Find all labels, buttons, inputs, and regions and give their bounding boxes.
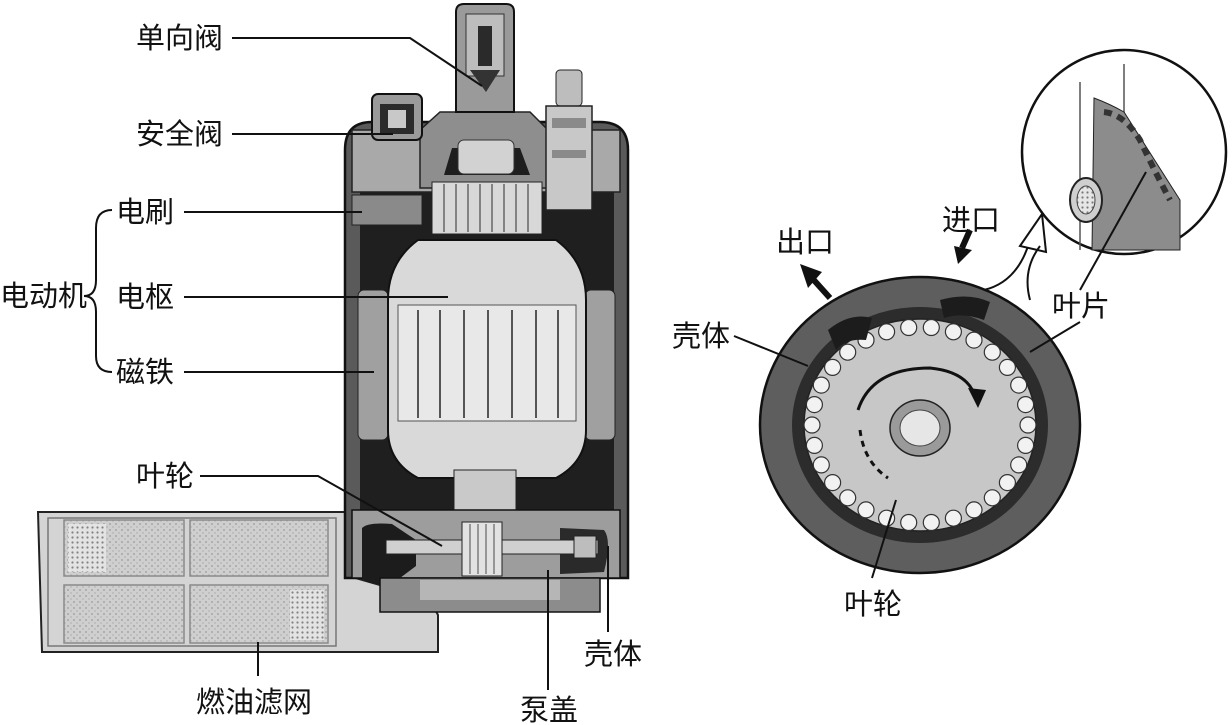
- fuel-filter-shape: [36, 511, 439, 653]
- blade-pocket: [900, 318, 918, 337]
- blade-pocket: [823, 474, 842, 492]
- label-brush: 电刷: [116, 195, 174, 229]
- blade-pocket: [965, 501, 983, 519]
- blade-pocket: [812, 376, 830, 394]
- label-outlet: 出口: [776, 225, 834, 259]
- blade-pocket: [1016, 436, 1035, 454]
- blade-pocket: [1010, 376, 1028, 394]
- blade-pocket: [944, 323, 963, 341]
- blade-pocket: [839, 343, 857, 361]
- label-check-valve: 单向阀: [136, 21, 223, 55]
- outlet-arrow: [800, 264, 833, 301]
- blade-detail-magnifier: [1020, 48, 1228, 256]
- magnet-shapes: [357, 289, 616, 441]
- blade-pocket: [1019, 416, 1037, 434]
- blade-pocket: [812, 456, 830, 474]
- blade-pocket: [983, 343, 1001, 361]
- right-labels: 出口 进口 壳体 叶片 叶轮: [672, 171, 1147, 621]
- impeller-section: [351, 469, 621, 613]
- armature-shape: [387, 239, 587, 479]
- blade-pocket: [839, 489, 857, 507]
- blade-pocket: [998, 358, 1017, 376]
- label-impeller-right: 叶轮: [844, 587, 902, 621]
- label-safety-valve: 安全阀: [136, 117, 223, 151]
- label-motor: 电动机: [0, 279, 87, 313]
- label-impeller-left: 叶轮: [136, 459, 194, 493]
- blade-pocket: [1016, 396, 1035, 414]
- label-pump-cover: 泵盖: [520, 693, 578, 725]
- label-housing-right: 壳体: [672, 319, 730, 353]
- blade-pocket: [1010, 456, 1028, 474]
- blade-pocket: [823, 358, 842, 376]
- label-armature: 电枢: [116, 280, 174, 314]
- label-blade: 叶片: [1052, 289, 1110, 323]
- check-valve-shape: [455, 3, 515, 113]
- blade-pocket: [900, 513, 918, 532]
- blade-pocket: [998, 474, 1017, 492]
- label-fuel-filter: 燃油滤网: [196, 685, 312, 719]
- blade-pocket: [805, 436, 824, 454]
- label-housing-left: 壳体: [584, 637, 642, 671]
- blade-pocket: [803, 416, 821, 434]
- blade-pocket: [922, 513, 940, 532]
- terminal-post: [545, 69, 593, 211]
- safety-valve-shape: [371, 93, 423, 141]
- label-inlet: 进口: [942, 203, 1000, 237]
- commutator-brush: [351, 181, 543, 235]
- blade-pocket: [944, 509, 963, 527]
- blade-pocket: [983, 489, 1001, 507]
- inlet-arrow: [954, 228, 973, 264]
- zoom-arrow: [983, 211, 1048, 301]
- pump-cross-section: [36, 3, 630, 653]
- impeller-blades: [803, 318, 1037, 532]
- blade-pocket: [922, 318, 940, 337]
- blade-pocket: [805, 396, 824, 414]
- blade-pocket: [857, 501, 875, 519]
- blade-pocket: [965, 331, 983, 349]
- blade-pocket: [877, 323, 896, 341]
- left-labels: 单向阀 安全阀 电动机 电刷 电枢 磁铁 叶轮 燃油滤网 泵盖 壳体: [0, 21, 642, 725]
- label-magnet: 磁铁: [116, 355, 174, 389]
- impeller-top-view: [758, 275, 1082, 575]
